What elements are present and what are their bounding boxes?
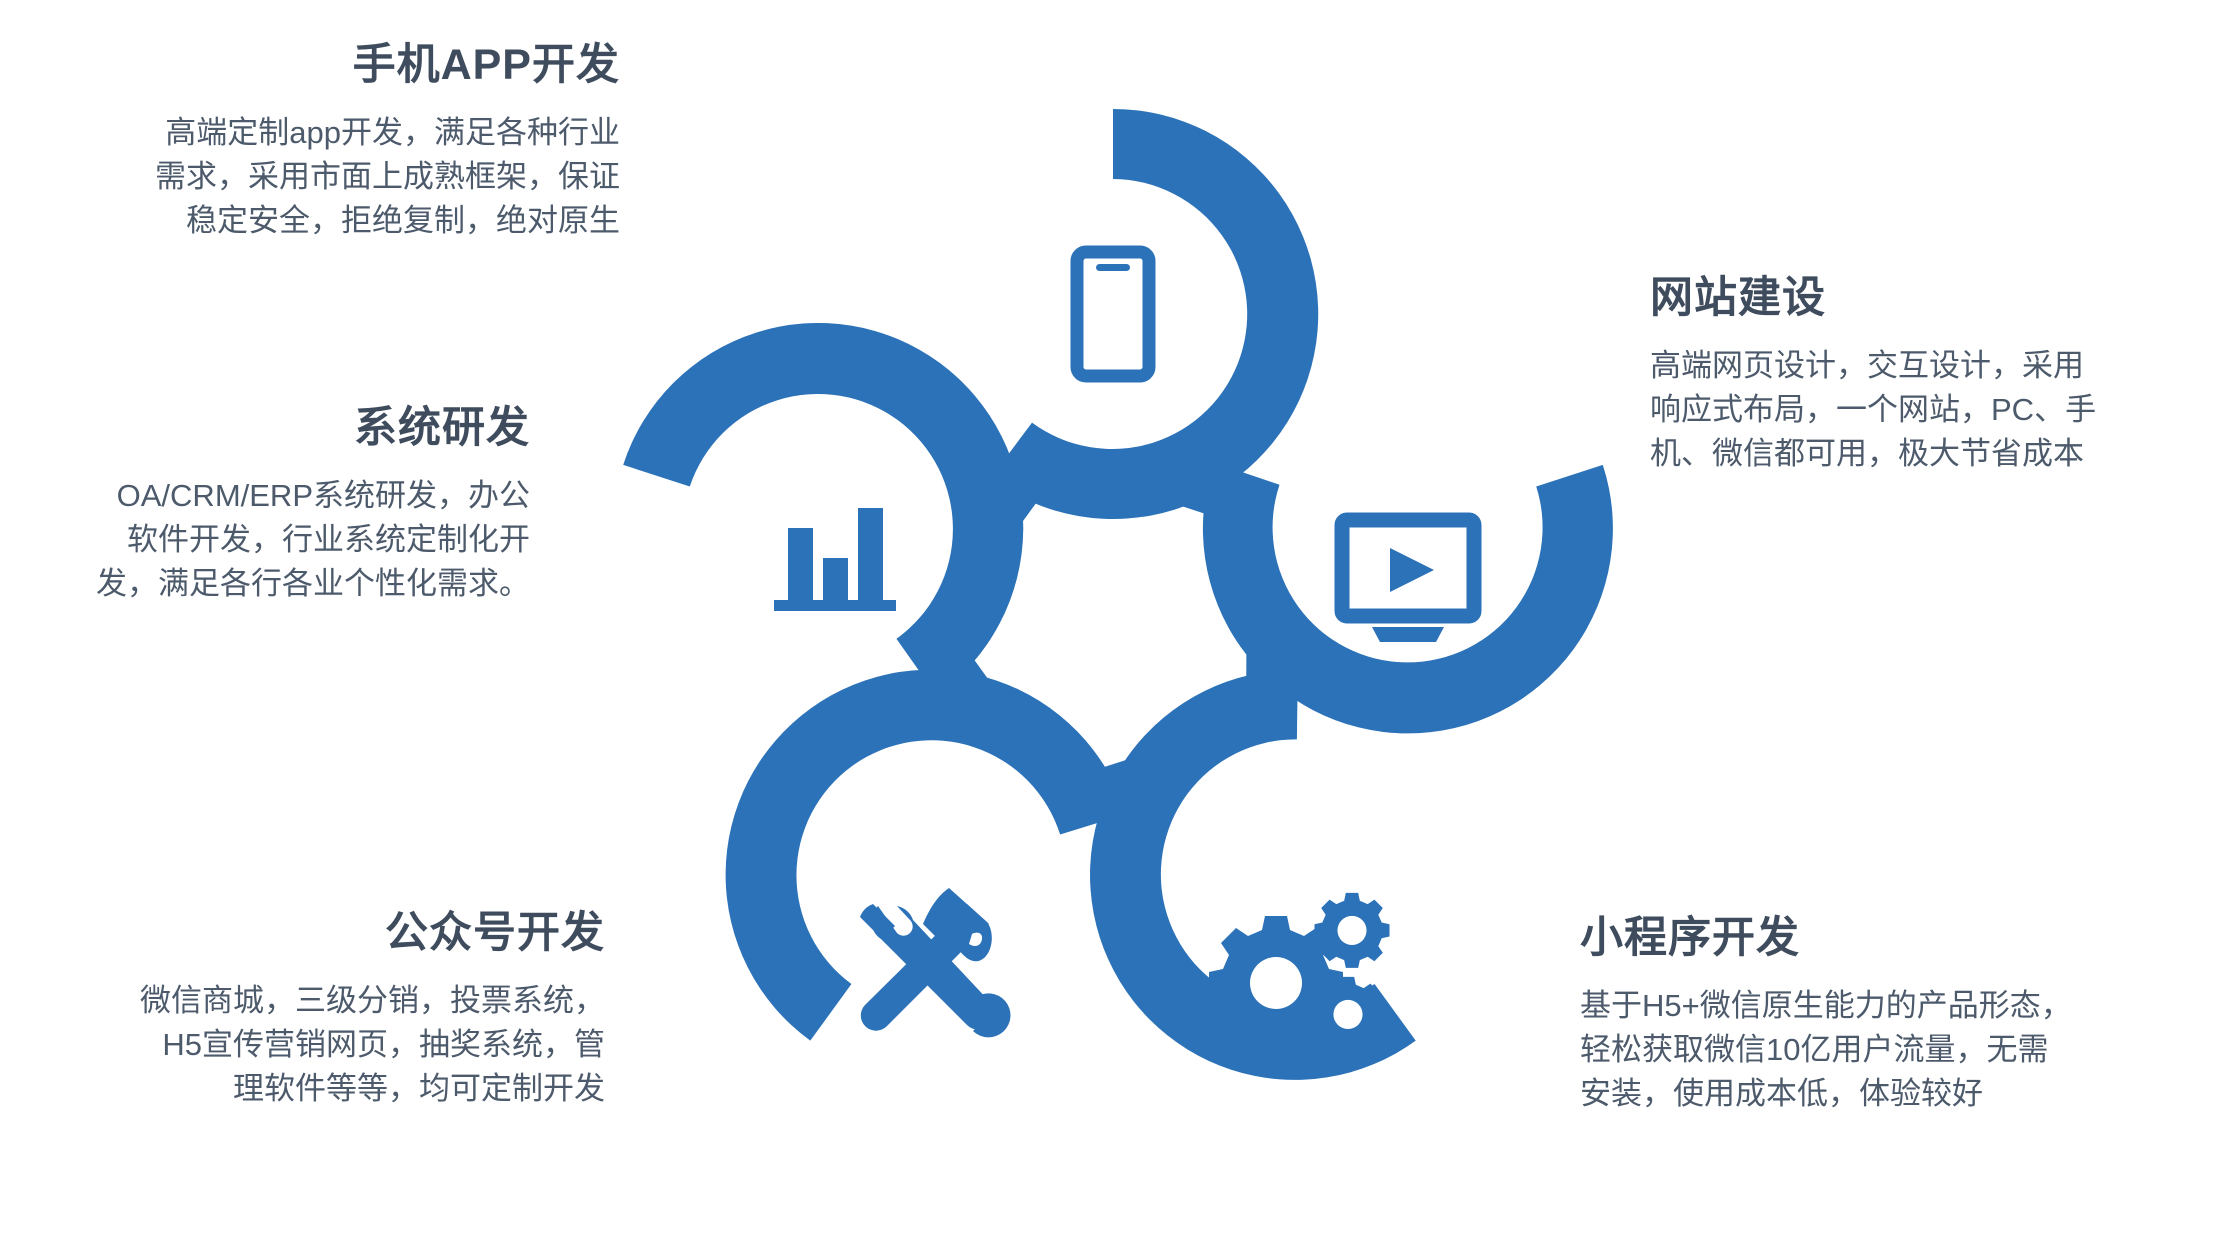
section-system-heading: 系统研发: [354, 404, 530, 452]
section-website-heading: 网站建设: [1650, 274, 1826, 322]
smartphone-icon: [1070, 245, 1156, 383]
bar-chart-icon: [774, 508, 896, 611]
section-system-body: OA/CRM/ERP系统研发，办公 软件开发，行业系统定制化开 发，满足各行各业…: [96, 478, 530, 602]
section-system: 系统研发 OA/CRM/ERP系统研发，办公 软件开发，行业系统定制化开 发，满…: [0, 404, 530, 606]
flower-diagram: [548, 24, 1678, 1214]
monitor-play-icon: [1334, 512, 1482, 642]
section-website-body: 高端网页设计，交互设计，采用 响应式布局，一个网站，PC、手 机、微信都可用，极…: [1650, 348, 2097, 472]
section-miniapp-body: 基于H5+微信原生能力的产品形态， 轻松获取微信10亿用户流量，无需 安装，使用…: [1580, 988, 2072, 1112]
section-app: 手机APP开发 高端定制app开发，满足各种行业 需求，采用市面上成熟框架，保证…: [150, 41, 620, 243]
section-miniapp: 小程序开发 基于H5+微信原生能力的产品形态， 轻松获取微信10亿用户流量，无需…: [1580, 914, 2140, 1116]
section-app-heading: 手机APP开发: [352, 41, 620, 89]
section-official-heading: 公众号开发: [385, 909, 605, 957]
hammer-wrench-icon: [860, 888, 1011, 1038]
section-official-body: 微信商城，三级分销，投票系统， H5宣传营销网页，抽奖系统，管 理软件等等，均可…: [140, 983, 605, 1107]
section-website: 网站建设 高端网页设计，交互设计，采用 响应式布局，一个网站，PC、手 机、微信…: [1650, 274, 2170, 476]
flower-svg: [568, 108, 1667, 1162]
section-official: 公众号开发 微信商城，三级分销，投票系统， H5宣传营销网页，抽奖系统，管 理软…: [60, 909, 605, 1111]
gears-icon: [1209, 892, 1390, 1052]
section-app-body: 高端定制app开发，满足各种行业 需求，采用市面上成熟框架，保证 稳定安全，拒绝…: [155, 115, 620, 239]
section-miniapp-heading: 小程序开发: [1580, 914, 1800, 962]
